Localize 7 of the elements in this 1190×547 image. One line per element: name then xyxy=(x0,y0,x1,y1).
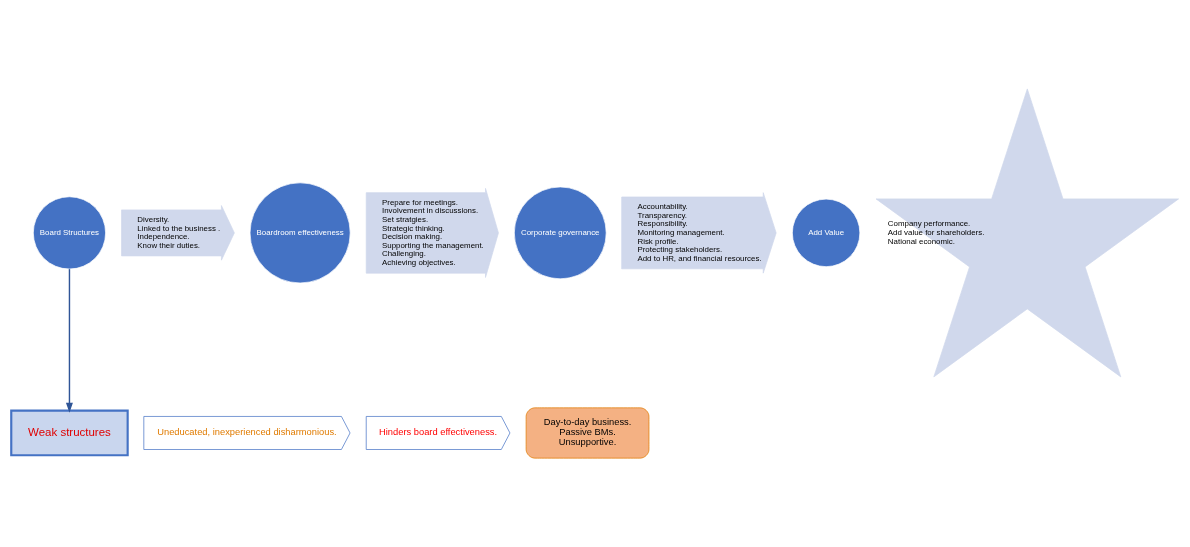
node-box: Day-to-day business. Passive BMs. Unsupportive. xyxy=(525,407,650,459)
node-circle: Boardroom effectiveness xyxy=(249,182,351,284)
node-circle: Add Value xyxy=(792,198,861,268)
arrow xyxy=(65,268,73,413)
node-circle: Corporate governance xyxy=(513,186,607,280)
node-box: Weak structures xyxy=(10,409,129,457)
node-circle: Board Structures xyxy=(32,196,106,270)
